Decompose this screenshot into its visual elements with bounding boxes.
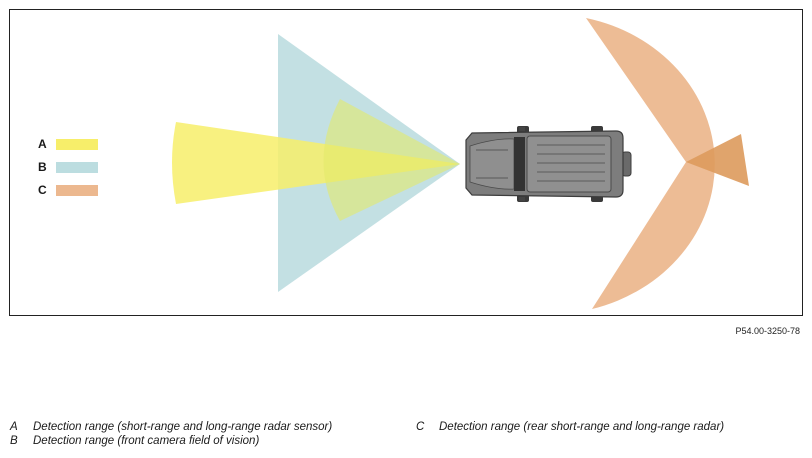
legend-key-b: B <box>38 160 47 174</box>
legend-key-c: C <box>38 183 47 197</box>
vehicle-top-view <box>465 126 632 202</box>
caption-key-c: C <box>416 421 425 433</box>
zone-a-short-range-radar <box>323 99 460 221</box>
zone-c-rear-long-range <box>686 134 749 186</box>
caption-text-c: Detection range (rear short-range and lo… <box>439 421 725 433</box>
legend-item-c: C <box>38 183 118 197</box>
legend-key-a: A <box>38 137 47 151</box>
legend-swatch-c <box>56 185 98 196</box>
legend-swatch-b <box>56 162 98 173</box>
figure-reference-code: P54.00-3250-78 <box>735 326 800 336</box>
legend-item-b: B <box>38 160 118 174</box>
detection-range-figure: A B C <box>9 9 803 316</box>
caption-key-b: B <box>10 435 18 447</box>
zone-a-long-range-radar <box>172 122 460 204</box>
legend-item-a: A <box>38 137 118 151</box>
legend-swatch-a <box>56 139 98 150</box>
zone-c-rear-radar-fan <box>586 18 715 309</box>
detection-diagram <box>172 18 749 309</box>
caption-key-a: A <box>10 421 18 433</box>
caption-text-a: Detection range (short-range and long-ra… <box>33 421 333 433</box>
caption-text-b: Detection range (front camera field of v… <box>33 435 260 447</box>
